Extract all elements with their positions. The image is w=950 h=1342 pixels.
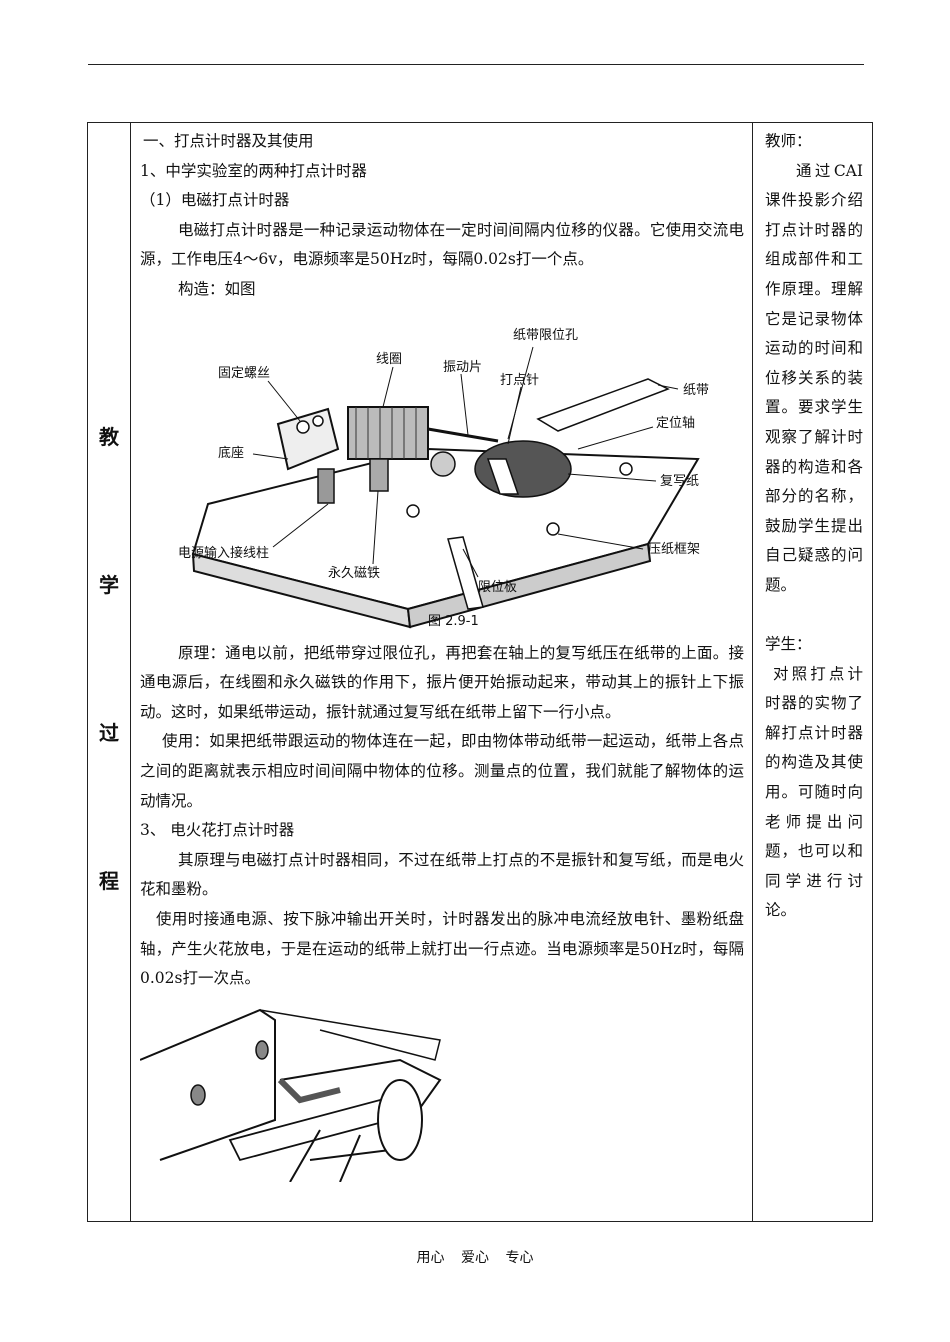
fig-label-coil: 线圈 [376,352,402,367]
fig-label-terminal: 电源输入接线柱 [178,545,269,561]
fig-caption: 图 2.9-1 [428,614,479,629]
notes-column: 教师： 通过CAI课件投影介绍打点计时器的组成部件和工作原理。理解它是记录物体运… [752,123,873,1221]
stage-char-1: 教 [99,425,119,449]
section-heading: 一、打点计时器及其使用 [143,132,314,150]
paragraph-spark-2: 使用时接通电源、按下脉冲输出开关时，计时器发出的脉冲电流经放电针、墨粉纸盘轴，产… [140,909,744,988]
header-rule [88,64,864,65]
fig-label-frame: 压纸框架 [648,542,700,557]
electromagnetic-timer-figure: 纸带限位孔 线圈 振动片 打点针 纸带 固定螺丝 定位轴 底座 复写纸 电源输入… [178,328,709,629]
stage-char-4: 程 [99,869,119,893]
fig-label-base: 底座 [218,445,244,461]
fig-label-limit-plate: 限位板 [478,580,517,595]
paragraph-usage: 使用：如果把纸带跟运动的物体连在一起，即由物体带动纸带一起运动，纸带上各点之间的… [140,732,744,810]
page-footer: 用心 爱心 专心 [416,1250,534,1266]
student-label: 学生： [765,635,812,654]
paragraph-intro: 电磁打点计时器是一种记录运动物体在一定时间间隔内位移的仪器。它使用交流电源，工作… [140,220,744,269]
paragraph-spark-1: 其原理与电磁打点计时器相同，不过在纸带上打点的不是振针和复写纸，而是电火花和墨粉… [140,850,744,899]
stage-char-3: 过 [99,721,119,745]
fig-label-screw: 固定螺丝 [218,366,270,381]
fig-label-carbon-paper: 复写纸 [660,474,699,489]
notes-content: 教师： 通过CAI课件投影介绍打点计时器的组成部件和工作原理。理解它是记录物体运… [765,127,863,926]
construction-line: 构造：如图 [178,279,256,298]
stage-column: 教 学 过 程 [88,123,131,1221]
fig-label-vibrating-plate: 振动片 [443,360,482,375]
teacher-label: 教师： [765,132,812,150]
subheading-1-1: （1）电磁打点计时器 [140,191,290,210]
paragraph-principle: 原理：通电以前，把纸带穿过限位孔，再把套在轴上的复写纸压在纸带的上面。接通电源后… [140,643,744,721]
lesson-table: 教 学 过 程 一、打点计时器及其使用 1、中学实验室的两种打点计时器 （1）电… [87,122,873,1222]
stage-char-2: 学 [99,573,119,597]
teacher-notes: 通过CAI课件投影介绍打点计时器的组成部件和工作原理。理解它是记录物体运动的时间… [765,161,863,594]
student-notes: 对照打点计时器的实物了解打点计时器的构造及其使用。可随时向老师提出问题，也可以和… [765,664,863,920]
spark-timer-figure [140,1008,442,1182]
fig-label-needle: 打点针 [500,373,539,388]
fig-label-tape-hole: 纸带限位孔 [513,328,578,343]
fig-label-magnet: 永久磁铁 [328,566,380,581]
subheading-1: 1、中学实验室的两种打点计时器 [140,161,367,180]
fig-label-tape: 纸带 [683,383,709,398]
subheading-3: 3、 电火花打点计时器 [140,821,295,840]
fig-label-axis: 定位轴 [656,416,695,431]
content-column: 一、打点计时器及其使用 1、中学实验室的两种打点计时器 （1）电磁打点计时器 电… [140,127,744,1182]
